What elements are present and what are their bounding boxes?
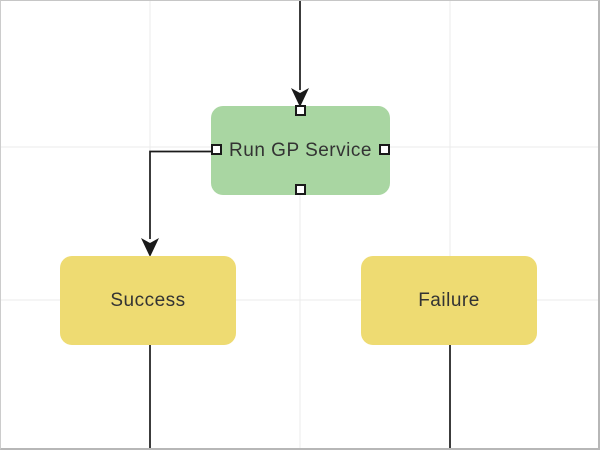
node-failure[interactable]: Failure xyxy=(361,256,537,345)
node-run-gp-service-label: Run GP Service xyxy=(229,139,372,161)
node-success[interactable]: Success xyxy=(60,256,236,345)
selection-handle-right[interactable] xyxy=(379,144,390,155)
selection-handle-bottom[interactable] xyxy=(295,184,306,195)
edge-run-gp-service-to-success[interactable] xyxy=(141,150,211,258)
node-run-gp-service[interactable]: Run GP Service xyxy=(211,106,390,195)
arrowhead-into-success xyxy=(141,238,159,257)
node-success-label: Success xyxy=(110,289,186,311)
selection-handle-top[interactable] xyxy=(295,105,306,116)
arrowhead-into-run-gp-service xyxy=(291,88,309,107)
node-failure-label: Failure xyxy=(418,289,480,311)
edge-into-run-gp-service[interactable] xyxy=(291,0,309,107)
selection-handle-left[interactable] xyxy=(211,144,222,155)
